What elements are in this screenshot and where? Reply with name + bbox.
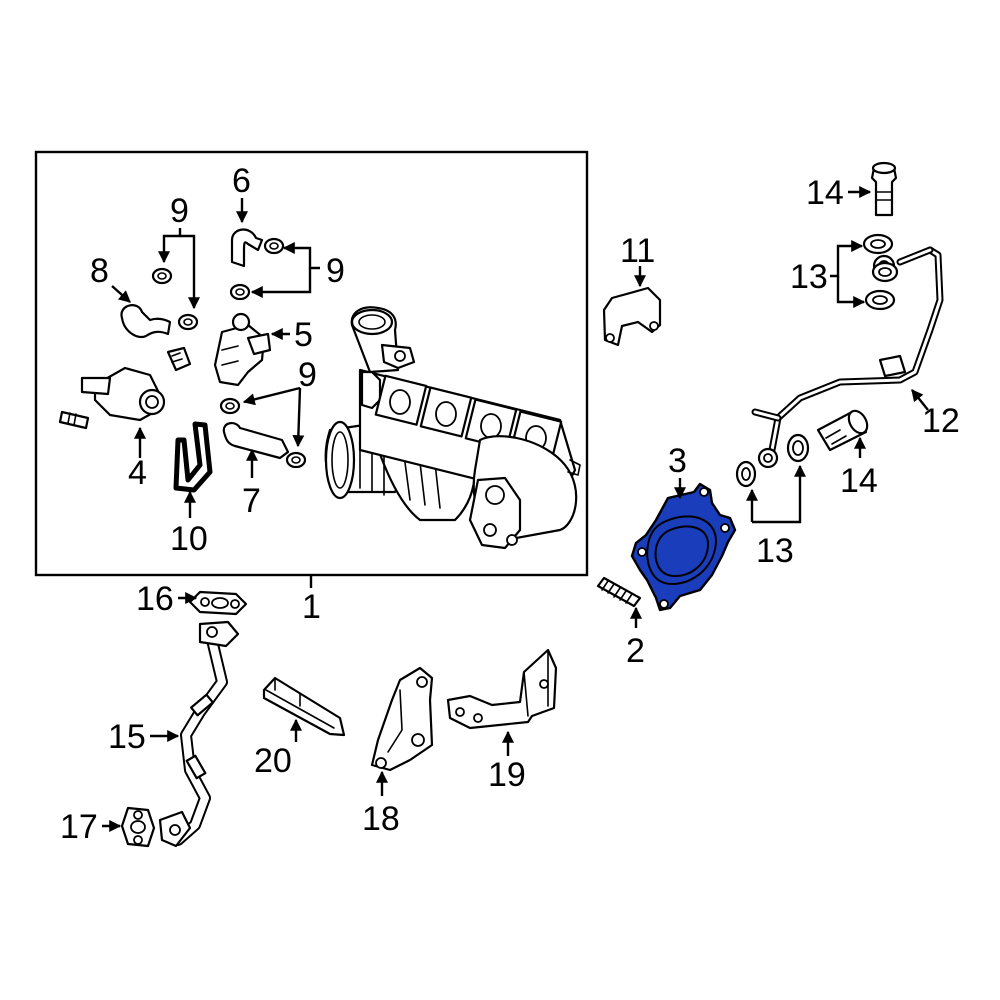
part-10-bracket xyxy=(173,421,213,493)
callout-18: 18 xyxy=(362,800,400,838)
leader-lines xyxy=(102,186,929,832)
callout-16: 16 xyxy=(136,580,174,618)
part-11-plate xyxy=(602,286,662,347)
callout-14a: 14 xyxy=(806,174,844,212)
part-4-valve xyxy=(58,366,166,430)
callout-14b: 14 xyxy=(840,462,878,500)
callout-11: 11 xyxy=(620,232,655,270)
part-9-clamps xyxy=(151,237,307,469)
callout-9c: 9 xyxy=(298,356,317,394)
part-15-pipe xyxy=(158,620,240,848)
callout-20: 20 xyxy=(254,742,292,780)
part-2-stud xyxy=(596,576,642,608)
part-3-gasket xyxy=(630,482,737,612)
callout-2: 2 xyxy=(626,632,645,670)
callout-4: 4 xyxy=(128,454,147,492)
callout-10: 10 xyxy=(170,520,208,558)
part-19-bracket xyxy=(446,648,558,730)
callout-1: 1 xyxy=(302,588,321,626)
callout-8: 8 xyxy=(90,252,109,290)
part-18-bracket xyxy=(370,666,434,772)
callout-9a: 9 xyxy=(170,192,189,230)
callout-9b: 9 xyxy=(326,252,345,290)
part-13-washers xyxy=(735,233,899,488)
callout-labels: 1 2 3 4 5 6 7 8 9 9 9 10 11 12 13 13 14 … xyxy=(60,162,960,846)
part-20-shield xyxy=(262,676,346,737)
callout-13b: 13 xyxy=(756,532,794,570)
part-bolt-small xyxy=(166,346,192,372)
callout-3: 3 xyxy=(668,442,687,480)
part-16-gasket xyxy=(188,590,248,616)
callout-6: 6 xyxy=(232,162,251,200)
callout-13a: 13 xyxy=(790,258,828,296)
part-17-gasket xyxy=(120,806,156,848)
callout-17: 17 xyxy=(60,808,98,846)
callout-5: 5 xyxy=(294,316,313,354)
callout-15: 15 xyxy=(108,718,146,756)
part-8-hose xyxy=(120,304,172,339)
part-7-hose xyxy=(222,422,290,460)
callout-19: 19 xyxy=(488,756,526,794)
turbocharger-assembly xyxy=(324,306,581,550)
callout-12: 12 xyxy=(922,402,960,440)
part-14-bolts xyxy=(816,161,898,452)
part-5-valve xyxy=(213,312,272,387)
part-6-hose xyxy=(230,228,264,268)
callout-7: 7 xyxy=(242,482,261,520)
